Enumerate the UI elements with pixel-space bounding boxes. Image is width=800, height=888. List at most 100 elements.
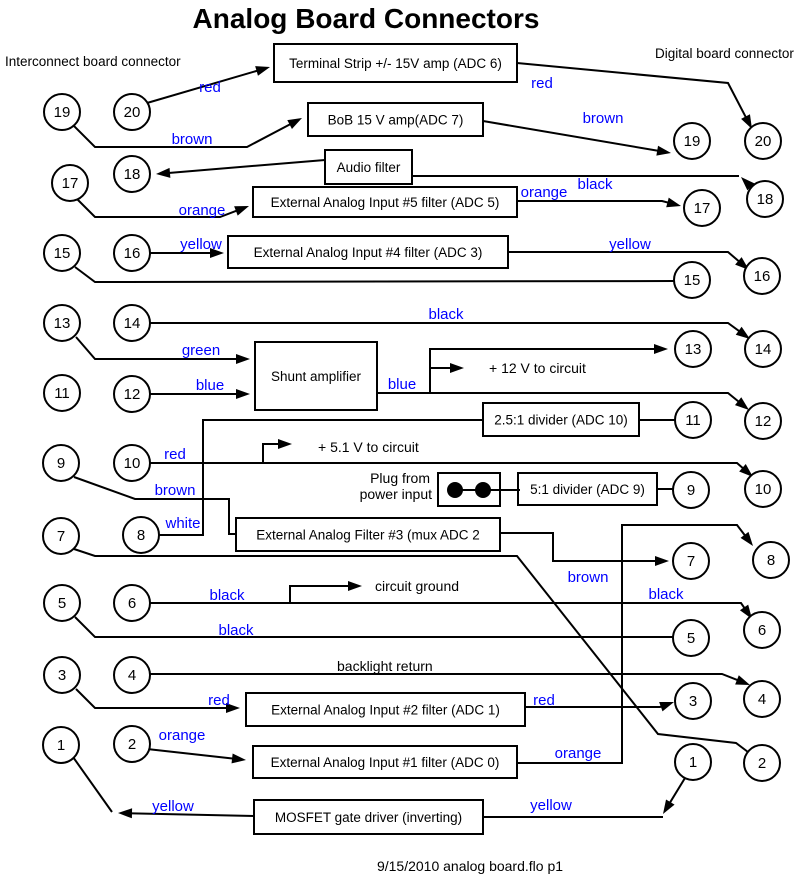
connector-right-11-circle	[674, 401, 712, 439]
wire-brown-bob-19R-arrowhead-icon	[656, 145, 671, 156]
connector-left-10-circle	[113, 444, 151, 482]
box-divider-2-5-frame	[482, 402, 640, 437]
wire-1R-diagonal-arrowhead-icon	[663, 799, 675, 814]
connector-right-19-circle	[673, 122, 711, 160]
wire-15L-15R	[74, 266, 675, 284]
connector-left-11-circle	[43, 374, 81, 412]
connector-left-3-number: 3	[58, 667, 66, 684]
wire-brown-19L-bob-arrowhead-icon	[287, 118, 302, 129]
box-bob-amp-label: BoB 15 V amp(ADC 7)	[328, 113, 464, 128]
connector-left-7-circle	[42, 517, 80, 555]
box-adc1-filter-frame	[245, 692, 526, 727]
box-adc1-filter-label: External Analog Input #2 filter (ADC 1)	[271, 703, 500, 718]
connector-right-4-circle	[743, 680, 781, 718]
wire-audio-18L-arrowhead-icon	[156, 167, 171, 178]
connector-left-6-number: 6	[128, 595, 136, 612]
connector-right-10-number: 10	[755, 481, 772, 498]
wire-yellow-16L-adc3-arrowhead-icon	[210, 248, 224, 258]
box-adc3-filter-label: External Analog Input #4 filter (ADC 3)	[254, 245, 483, 260]
connector-left-9-circle	[42, 444, 80, 482]
connector-right-10-circle	[744, 470, 782, 508]
connector-left-17-number: 17	[62, 175, 79, 192]
connector-right-18: 18	[746, 180, 784, 218]
connector-left-5-circle	[43, 584, 81, 622]
box-adc5-filter-label: External Analog Input #5 filter (ADC 5)	[271, 195, 500, 210]
left-connector-header: Interconnect board connector	[5, 54, 181, 69]
connector-right-6: 6	[743, 611, 781, 649]
connector-right-5-number: 5	[687, 630, 695, 647]
wire-branch-5v-arrowhead-icon	[278, 439, 292, 449]
box-adc0-filter-label: External Analog Input #1 filter (ADC 0)	[271, 755, 500, 770]
connector-left-4: 4	[113, 656, 151, 694]
wire-label-red: red	[533, 692, 555, 709]
box-audio-filter: Audio filter	[324, 149, 413, 185]
box-filter3-mux-label: External Analog Filter #3 (mux ADC 2	[256, 528, 480, 543]
wire-green-13L-shunt-arrowhead-icon	[236, 354, 250, 364]
wire-label-black: black	[209, 587, 245, 604]
connector-left-2: 2	[113, 725, 151, 763]
box-shunt-amplifier-frame	[254, 341, 378, 411]
connector-right-7-number: 7	[687, 553, 695, 570]
connector-right-3-number: 3	[689, 693, 697, 710]
connector-right-1-circle	[674, 743, 712, 781]
wire-orange-17L-adc5	[75, 197, 242, 218]
box-mosfet-driver-frame	[253, 799, 484, 835]
connector-right-18-number: 18	[757, 191, 774, 208]
connector-left-18-circle	[113, 155, 151, 193]
box-adc3-filter-frame	[227, 235, 509, 269]
connector-left-16-circle	[113, 234, 151, 272]
connector-left-13-circle	[43, 304, 81, 342]
box-adc0-filter: External Analog Input #1 filter (ADC 0)	[252, 745, 518, 779]
wire-backlight-4L-4R	[150, 673, 743, 684]
wire-filter3-7R-arrowhead-icon	[655, 556, 669, 566]
wire-yellow-mosfet-1L	[125, 812, 255, 817]
connector-right-7-circle	[672, 542, 710, 580]
wire-7L-2R	[73, 548, 749, 753]
connector-right-17-circle	[683, 189, 721, 227]
box-divider-5-1: 5:1 divider (ADC 9)	[517, 472, 658, 506]
connector-right-7: 7	[672, 542, 710, 580]
connector-left-8-circle	[122, 516, 160, 554]
box-adc3-filter: External Analog Input #4 filter (ADC 3)	[227, 235, 509, 269]
box-adc0-filter-frame	[252, 745, 518, 779]
connector-right-13: 13	[674, 330, 712, 368]
connector-right-2-number: 2	[758, 755, 766, 772]
connector-right-2-circle	[743, 744, 781, 782]
footer-caption: 9/15/2010 analog board.flo p1	[377, 858, 563, 874]
box-divider-5-1-label: 5:1 divider (ADC 9)	[530, 482, 645, 497]
connector-right-14-number: 14	[755, 341, 772, 358]
connector-right-17-number: 17	[694, 200, 711, 217]
connector-left-5-number: 5	[58, 595, 66, 612]
wire-label-red: red	[531, 75, 553, 92]
connector-right-11-number: 11	[685, 412, 701, 429]
connector-left-2-number: 2	[128, 736, 136, 753]
annotation-plus-5v: + 5.1 V to circuit	[318, 439, 419, 455]
connector-right-1-number: 1	[689, 754, 697, 771]
connector-right-8: 8	[752, 541, 790, 579]
wire-red-adc1-3R-arrowhead-icon	[659, 702, 674, 712]
plug-pin-icon	[447, 482, 463, 498]
wire-label-yellow: yellow	[152, 798, 194, 815]
connector-right-18-circle	[746, 180, 784, 218]
wire-branch-circuit-ground-arrowhead-icon	[348, 581, 362, 591]
wire-label-red: red	[164, 446, 186, 463]
annotation-plus-12v: + 12 V to circuit	[489, 360, 586, 376]
box-audio-filter-label: Audio filter	[337, 160, 401, 175]
box-bob-amp-frame	[307, 102, 484, 137]
wire-label-brown: brown	[155, 482, 196, 499]
connector-left-11-number: 11	[54, 385, 70, 402]
annotation-backlight-return: backlight return	[337, 658, 433, 674]
connector-left-4-circle	[113, 656, 151, 694]
connector-right-10: 10	[744, 470, 782, 508]
connector-right-15-circle	[673, 261, 711, 299]
annotation-power-input: power input	[360, 486, 432, 502]
connector-left-9: 9	[42, 444, 80, 482]
box-terminal-strip-label: Terminal Strip +/- 15V amp (ADC 6)	[289, 56, 502, 71]
connector-right-2: 2	[743, 744, 781, 782]
wire-yellow-mosfet-1L-arrowhead-icon	[118, 808, 133, 819]
wire-orange-2L-adc0	[146, 748, 239, 761]
connector-left-8-number: 8	[137, 527, 145, 544]
wire-label-orange: orange	[555, 745, 602, 762]
wire-brown-19L-bob	[73, 120, 296, 148]
